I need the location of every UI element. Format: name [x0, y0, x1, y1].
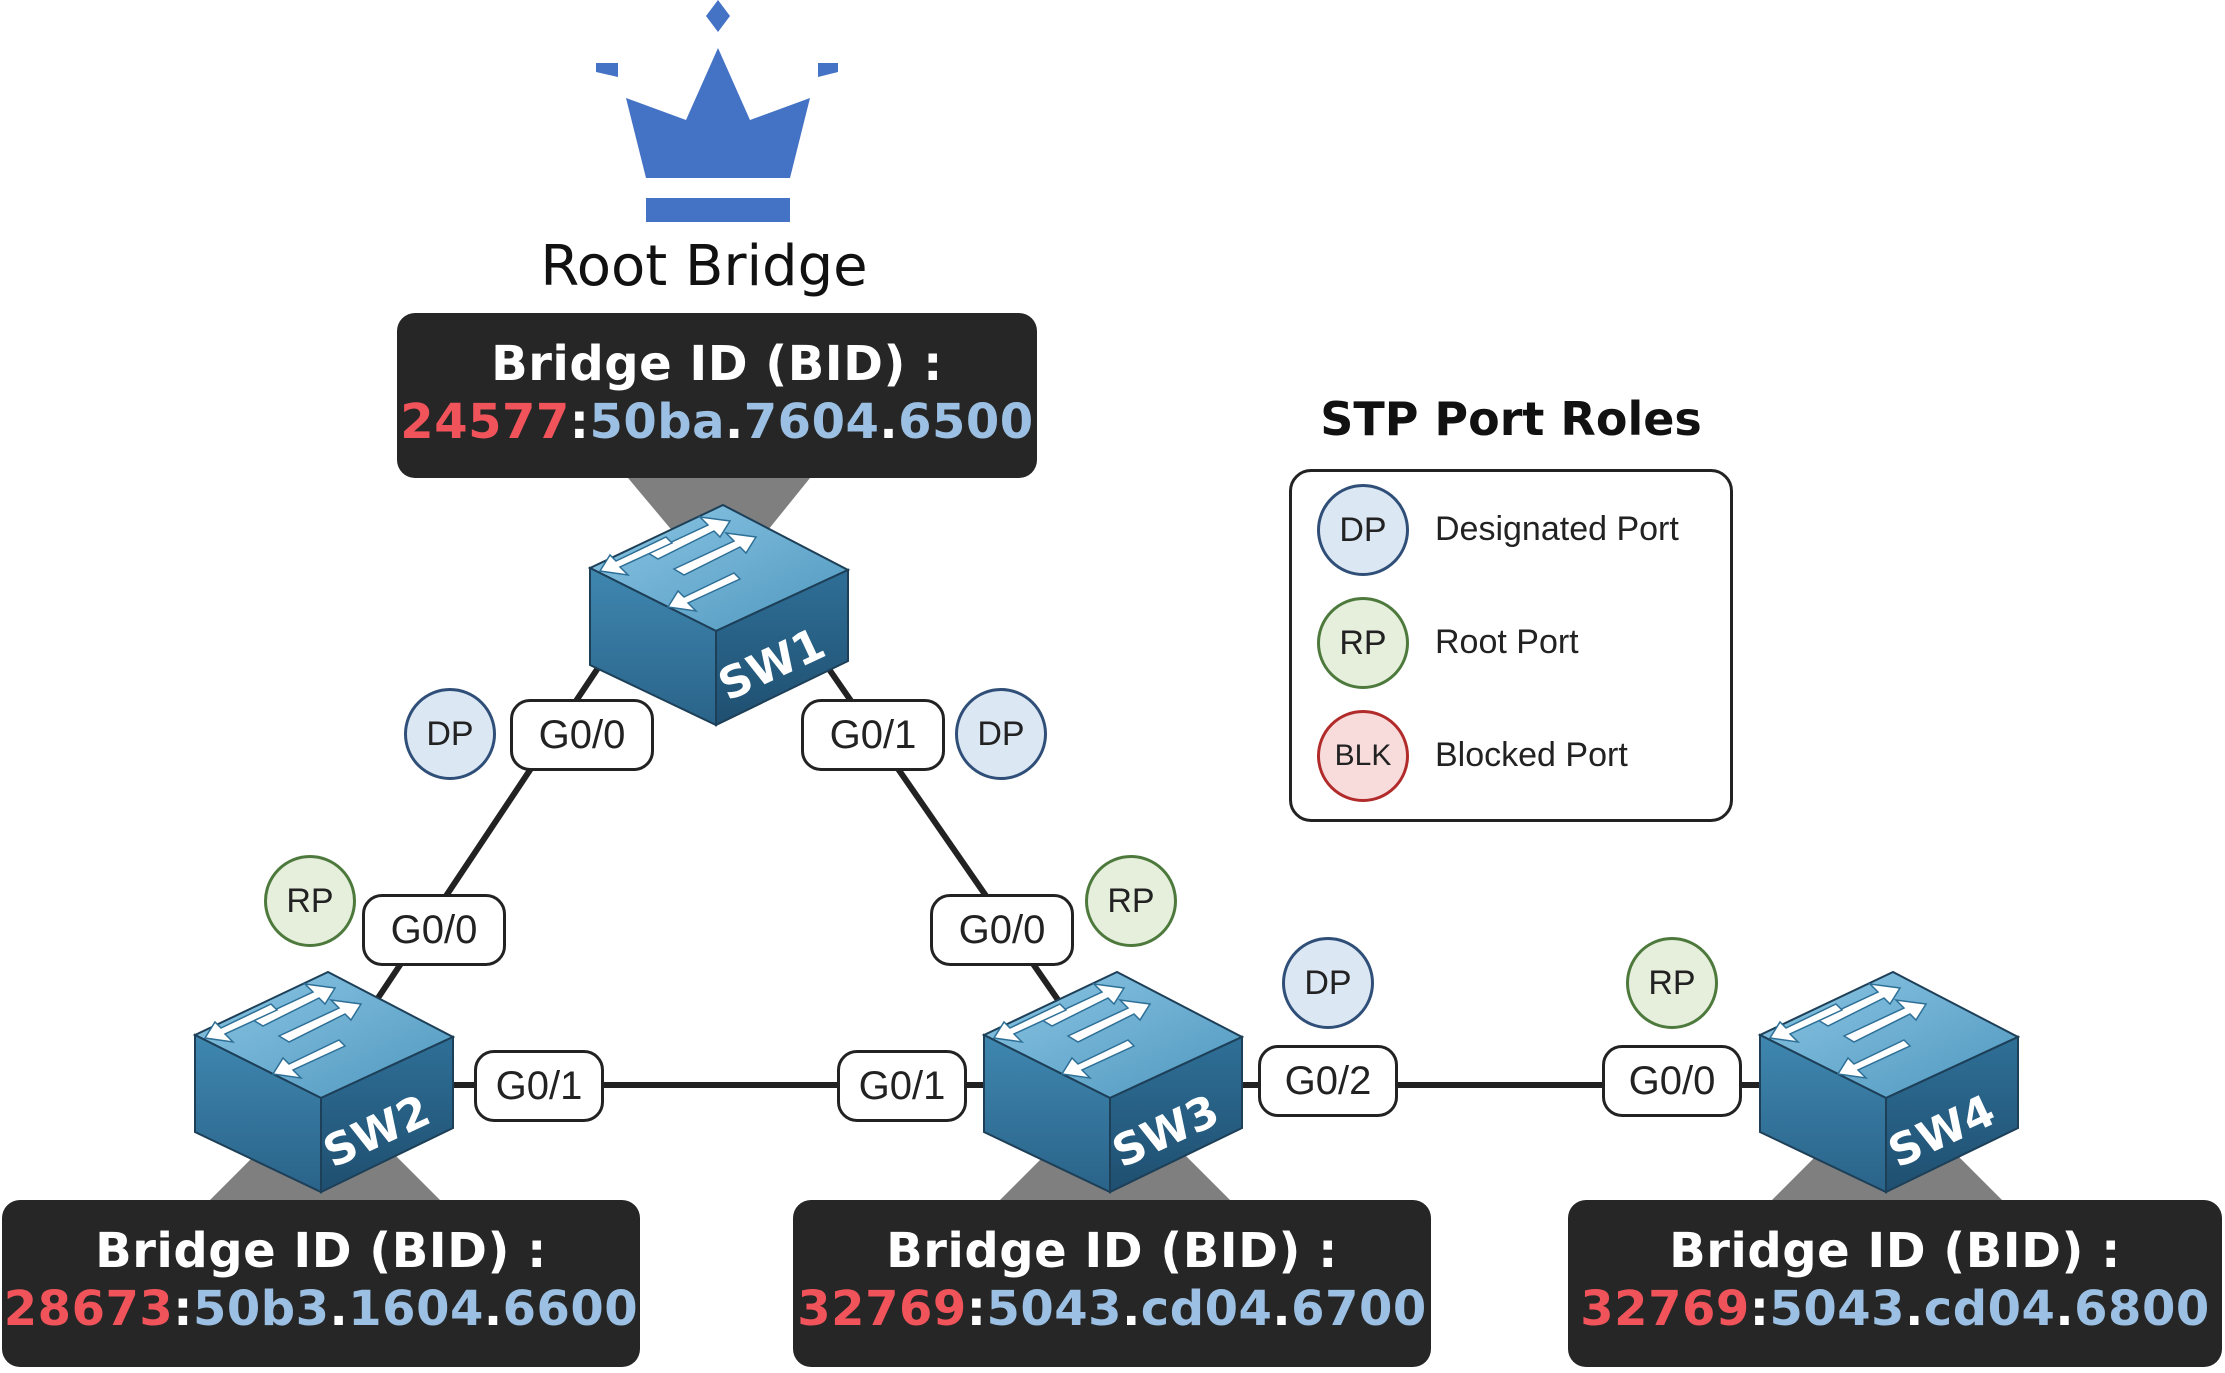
port-sw3-g01: G0/1 [837, 1050, 967, 1122]
legend-dp-icon: DP [1317, 484, 1409, 576]
bid-value: 28673:50b3.1604.6600 [3, 1281, 639, 1337]
port-sw2-g01: G0/1 [474, 1050, 604, 1122]
legend-rp-label: Root Port [1435, 623, 1579, 661]
bid-box-sw3: Bridge ID (BID) : 32769:5043.cd04.6700 [793, 1200, 1431, 1367]
role-sw3-g00: RP [1085, 855, 1177, 947]
bid-title: Bridge ID (BID) : [1669, 1223, 2121, 1279]
legend-title: STP Port Roles [1320, 392, 1702, 446]
crown-icon [596, 0, 838, 222]
bid-value: 24577:50ba.7604.6500 [400, 394, 1034, 450]
port-sw3-g00: G0/0 [930, 894, 1074, 966]
bid-box-sw1: Bridge ID (BID) : 24577:50ba.7604.6500 [397, 313, 1037, 478]
switch-sw4: SW4 [1759, 971, 2019, 1193]
bid-box-sw2: Bridge ID (BID) : 28673:50b3.1604.6600 [2, 1200, 640, 1367]
bid-value: 32769:5043.cd04.6800 [1580, 1281, 2210, 1337]
legend-blk-label: Blocked Port [1435, 736, 1628, 774]
switch-sw2: SW2 [194, 971, 454, 1193]
bid-title: Bridge ID (BID) : [491, 336, 943, 392]
port-sw1-g00: G0/0 [510, 699, 654, 771]
role-sw2-g00: RP [264, 855, 356, 947]
legend-rp-icon: RP [1317, 597, 1409, 689]
role-sw4-g00: RP [1626, 937, 1718, 1029]
role-sw3-g02: DP [1282, 937, 1374, 1029]
port-sw4-g00: G0/0 [1602, 1045, 1742, 1117]
role-sw1-g00: DP [404, 688, 496, 780]
port-sw2-g00: G0/0 [362, 894, 506, 966]
bid-title: Bridge ID (BID) : [886, 1223, 1338, 1279]
legend-dp-label: Designated Port [1435, 510, 1679, 548]
switch-sw3: SW3 [983, 971, 1243, 1193]
switch-sw1: SW1 [589, 504, 849, 726]
role-sw1-g01: DP [955, 688, 1047, 780]
root-bridge-label: Root Bridge [540, 234, 868, 299]
legend-blk-icon: BLK [1317, 710, 1409, 802]
bid-box-sw4: Bridge ID (BID) : 32769:5043.cd04.6800 [1568, 1200, 2222, 1367]
bid-title: Bridge ID (BID) : [95, 1223, 547, 1279]
port-sw3-g02: G0/2 [1258, 1045, 1398, 1117]
bid-value: 32769:5043.cd04.6700 [797, 1281, 1427, 1337]
port-sw1-g01: G0/1 [801, 699, 945, 771]
